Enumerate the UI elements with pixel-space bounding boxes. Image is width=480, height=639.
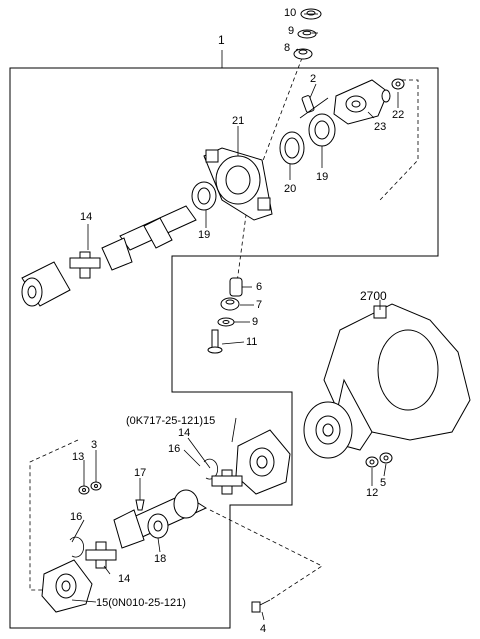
label-9-top: 9 bbox=[288, 25, 294, 37]
label-17: 17 bbox=[134, 467, 146, 479]
label-2700: 2700 bbox=[360, 289, 387, 303]
label-23: 23 bbox=[374, 121, 386, 133]
label-6: 6 bbox=[256, 281, 262, 293]
label-7: 7 bbox=[256, 299, 262, 311]
flange-15-upper bbox=[235, 429, 291, 495]
label-5: 5 bbox=[380, 477, 386, 489]
center-bearing-21 bbox=[203, 147, 273, 221]
label-14-upper: 14 bbox=[80, 211, 92, 223]
front-shaft bbox=[101, 205, 197, 271]
bearing-19-upper bbox=[308, 113, 336, 147]
label-19-lower: 19 bbox=[198, 229, 210, 241]
label-4: 4 bbox=[260, 623, 266, 635]
sleeve-yoke bbox=[21, 261, 71, 307]
universal-joint-14-upper bbox=[69, 251, 101, 279]
washer-3 bbox=[90, 481, 102, 491]
label-19-upper: 19 bbox=[316, 171, 328, 183]
label-15-lower: 15(0N010-25-121) bbox=[96, 597, 186, 609]
label-14-lower: 14 bbox=[118, 573, 130, 585]
snap-ring-16-lower bbox=[69, 536, 85, 558]
washer-22b bbox=[381, 89, 391, 103]
nut-8 bbox=[293, 48, 313, 60]
differential-housing-2700 bbox=[303, 303, 471, 459]
universal-joint-14-lower bbox=[85, 541, 117, 569]
washer-5 bbox=[379, 452, 393, 464]
nut-22 bbox=[391, 78, 405, 90]
label-1: 1 bbox=[218, 33, 225, 47]
sleeve-6 bbox=[229, 277, 243, 297]
universal-joint-14-mid bbox=[211, 469, 243, 495]
washer-9-top bbox=[297, 29, 317, 39]
nut-13 bbox=[78, 485, 90, 495]
guide-dashed-bolt4 bbox=[209, 509, 323, 601]
flange-15-lower bbox=[41, 559, 93, 613]
washer-9-mid bbox=[217, 317, 235, 327]
label-12: 12 bbox=[366, 487, 378, 499]
label-8: 8 bbox=[284, 42, 290, 54]
guide-dashed-left bbox=[29, 439, 79, 591]
label-13: 13 bbox=[72, 451, 84, 463]
label-20: 20 bbox=[284, 183, 296, 195]
bearing-19-lower bbox=[191, 181, 217, 211]
label-3: 3 bbox=[91, 439, 97, 451]
bolt-11 bbox=[207, 329, 223, 354]
guide-dashed-right bbox=[379, 79, 419, 201]
seal-20 bbox=[279, 131, 305, 165]
nut-12 bbox=[365, 456, 379, 468]
leader-lines bbox=[71, 13, 399, 621]
nut-7 bbox=[220, 297, 240, 311]
label-18: 18 bbox=[154, 553, 166, 565]
bearing-18 bbox=[147, 513, 169, 539]
snap-ring-16-upper bbox=[203, 458, 219, 480]
flange-23 bbox=[333, 79, 389, 125]
label-9-mid: 9 bbox=[252, 316, 258, 328]
label-15-upper: (0K717-25-121)15 bbox=[126, 415, 215, 427]
bolt-4 bbox=[251, 599, 271, 613]
label-11: 11 bbox=[246, 336, 257, 348]
grease-nipple-17 bbox=[135, 482, 145, 511]
label-16-lower: 16 bbox=[70, 511, 82, 523]
assembly-frame bbox=[9, 67, 439, 629]
label-22: 22 bbox=[392, 109, 404, 121]
label-16-upper: 16 bbox=[168, 443, 180, 455]
label-21: 21 bbox=[232, 115, 244, 127]
label-2: 2 bbox=[310, 73, 316, 85]
bolt-2 bbox=[299, 95, 329, 119]
label-14-mid: 14 bbox=[178, 427, 190, 439]
label-10: 10 bbox=[284, 7, 296, 19]
